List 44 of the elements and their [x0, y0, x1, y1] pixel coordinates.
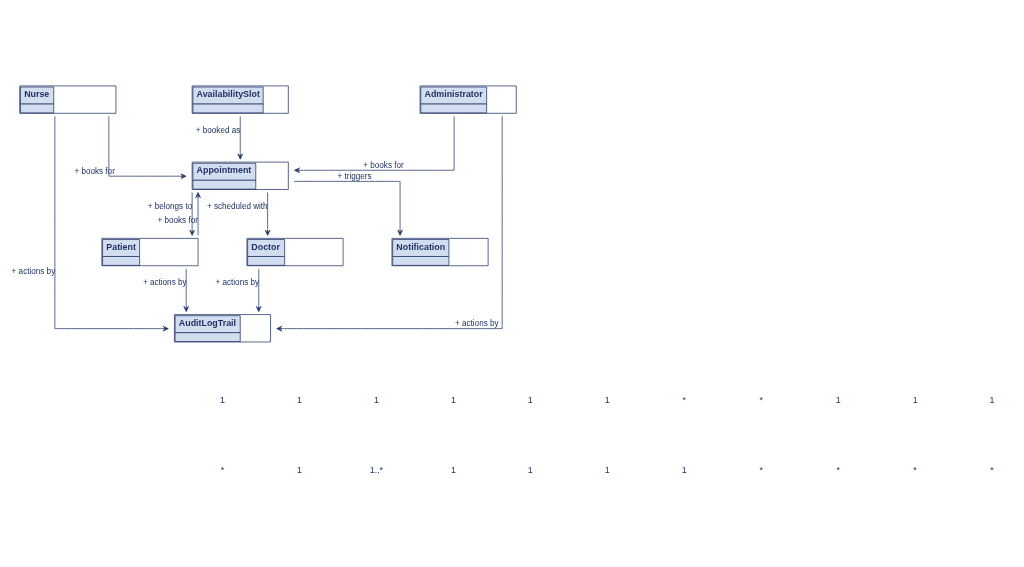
arrow: [195, 192, 201, 236]
edge-label: + actions by: [142, 278, 187, 288]
label: 1: [296, 465, 302, 476]
label: *: [836, 465, 840, 476]
label: 1: [681, 465, 687, 476]
label: 1: [835, 395, 841, 406]
edge-label: + belongs to: [147, 202, 193, 211]
arrow: [183, 268, 189, 312]
label: 1: [989, 395, 995, 406]
edge-label: + actions by: [454, 319, 499, 329]
arrow: [294, 116, 455, 173]
label: *: [220, 465, 225, 476]
label: 1: [220, 395, 225, 406]
edge-label: + books for: [74, 166, 115, 176]
edge-label: + booked as: [195, 125, 241, 135]
arrow: [189, 192, 195, 236]
label: 1: [296, 395, 302, 406]
arrow: [276, 115, 503, 332]
arrow: [256, 268, 262, 312]
label: 1: [912, 395, 918, 406]
label: 1..*: [369, 465, 384, 476]
label: 1: [373, 395, 379, 406]
label: 1: [450, 465, 456, 476]
label: *: [913, 465, 917, 476]
arrow: [54, 115, 169, 332]
label: 1: [604, 465, 610, 476]
edge-label: + actions by: [11, 267, 56, 277]
label: *: [759, 465, 763, 476]
edge-label: + triggers: [337, 172, 372, 182]
label: 1: [604, 395, 610, 406]
edge-label: + actions by: [215, 278, 260, 288]
label: *: [990, 465, 994, 476]
label: 1: [527, 465, 533, 476]
edge-label: + books for: [157, 216, 198, 226]
label: 1: [527, 395, 533, 406]
arrow: [237, 115, 243, 160]
label: *: [682, 395, 686, 406]
label: 1: [450, 395, 456, 406]
arrow: [264, 192, 271, 236]
edge-label: + scheduled with: [206, 202, 268, 211]
arrow: [294, 181, 403, 236]
edge-label: + books for: [363, 160, 404, 170]
label: *: [759, 395, 763, 406]
arrow: [108, 116, 187, 179]
